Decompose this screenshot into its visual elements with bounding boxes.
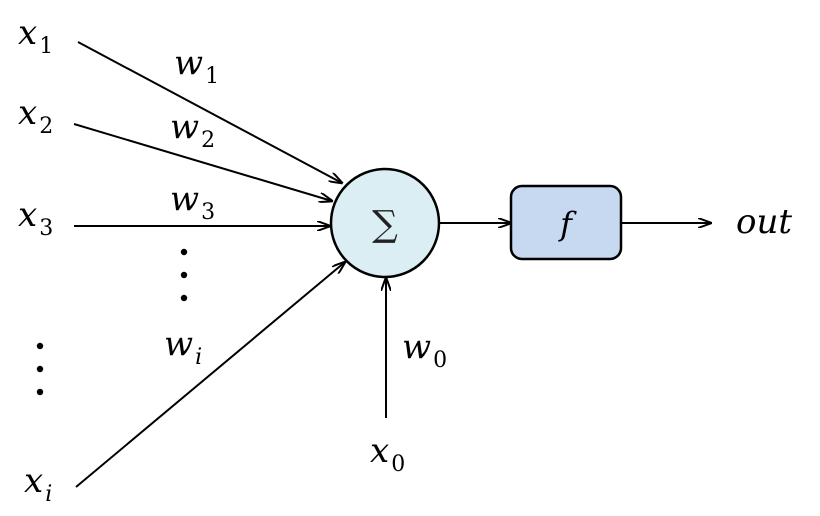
bias-x0-label: x0	[370, 431, 405, 477]
sum-symbol: ∑	[372, 204, 398, 245]
weight-w2-label: w2	[170, 107, 215, 153]
input-xi-label: xi	[24, 461, 52, 507]
input-x2-label: x2	[18, 93, 53, 139]
edge-x2-to-sum	[73, 123, 332, 201]
input-x1-label: x1	[18, 13, 53, 59]
weight-w0-label: w0	[402, 327, 447, 373]
activation-node	[509, 184, 623, 261]
edge-xi-to-sum	[75, 262, 345, 488]
weight-w3-label: w3	[170, 179, 215, 225]
edge-x1-to-sum	[77, 41, 342, 183]
sum-node	[329, 167, 441, 279]
weights-ellipsis	[180, 248, 188, 302]
weight-wi-label: wi	[164, 324, 202, 370]
input-x3-label: x3	[18, 195, 53, 241]
output-label: out	[736, 202, 792, 242]
inputs-ellipsis	[36, 342, 44, 396]
weight-w1-label: w1	[174, 43, 219, 89]
